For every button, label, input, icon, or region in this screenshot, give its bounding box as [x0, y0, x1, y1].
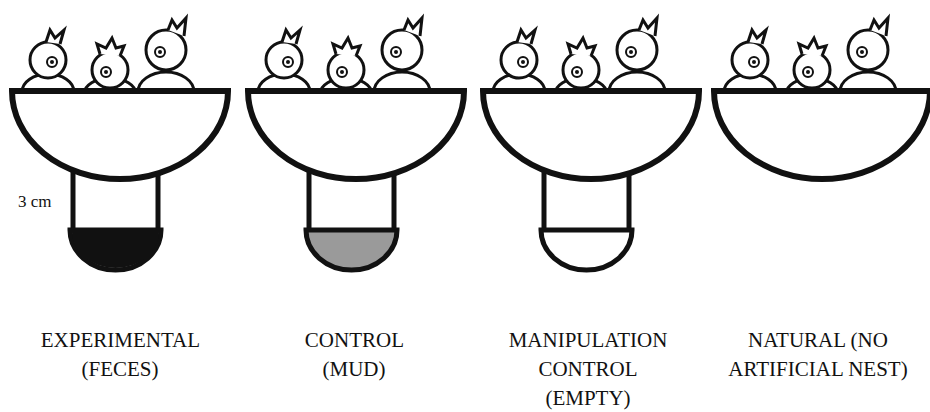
group-label: EXPERIMENTAL (FECES) — [41, 326, 200, 384]
group-label: CONTROL (MUD) — [305, 326, 403, 384]
group-label: MANIPULATION CONTROL (EMPTY) — [509, 326, 668, 412]
nest-manipulation — [483, 18, 699, 270]
nest-experimental — [12, 18, 228, 270]
nest-control — [248, 18, 464, 270]
nest-natural — [714, 18, 930, 179]
dimension-label: 3 cm — [18, 192, 52, 212]
group-label: NATURAL (NO ARTIFICIAL NEST) — [723, 326, 913, 384]
